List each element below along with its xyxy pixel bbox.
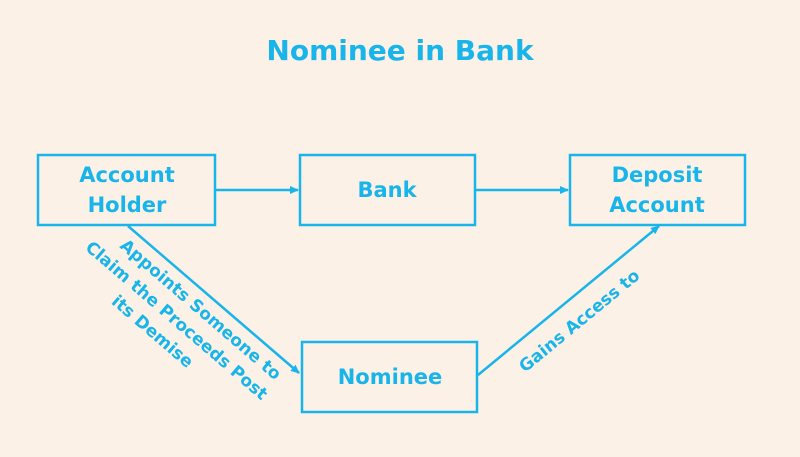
diagram-title: Nominee in Bank [266,34,535,67]
bank-node: Bank [298,153,477,227]
deposit-account-box [568,153,747,227]
gains-access-edge-label: Gains Access to [515,266,644,377]
nominee-label: Nominee [338,365,443,389]
account-holder-label-line1: Account [79,163,175,187]
deposit-account-label-line1: Deposit [612,163,703,187]
bank-label: Bank [357,178,417,202]
deposit-account-label-line2: Account [609,193,705,217]
deposit-account-node: Deposit Account [568,153,747,227]
account-holder-label-line2: Holder [88,193,167,217]
appoints-label-line2: Claim the Proceeds Post [81,238,271,405]
account-holder-node: Account Holder [36,153,217,227]
arrow-nominee-to-deposit-account [477,225,660,376]
arrow-account-holder-to-nominee [127,225,300,374]
appoints-edge-label: Appoints Someone to Claim the Proceeds P… [81,236,285,405]
nominee-node: Nominee [300,340,479,414]
gains-access-label: Gains Access to [515,266,644,377]
nominee-box [300,340,479,414]
